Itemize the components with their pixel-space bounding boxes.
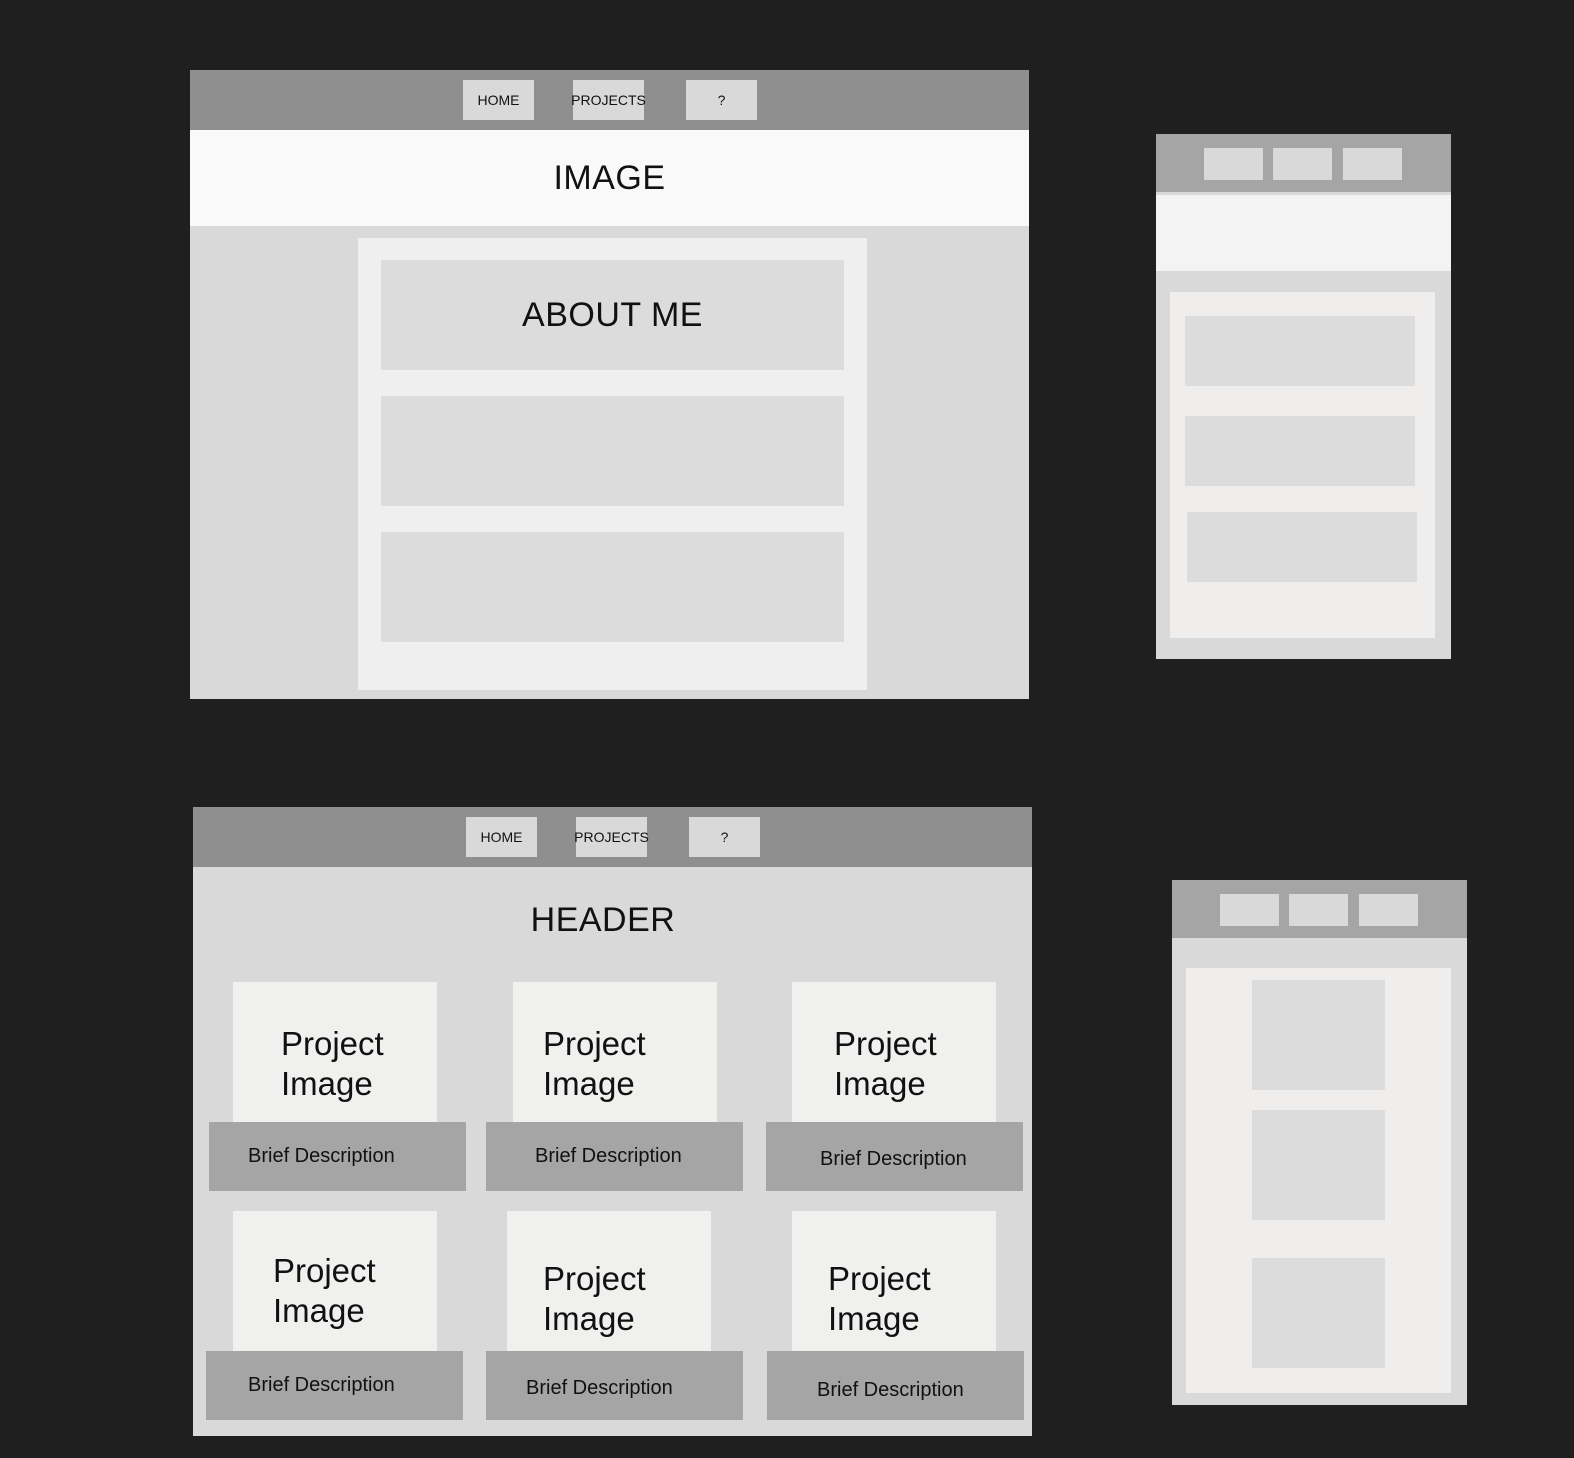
content-block-placeholder — [381, 396, 844, 506]
mobile-nav-button[interactable] — [1289, 894, 1348, 926]
project-image-label-line1: Project — [281, 1025, 384, 1062]
project-card-description[interactable]: Brief Description — [767, 1351, 1024, 1420]
projects-nav-home-button[interactable]: HOME — [466, 817, 537, 857]
project-image-label-line1: Project — [828, 1260, 931, 1297]
content-block-placeholder — [1185, 416, 1415, 486]
project-image-placeholder[interactable] — [1252, 980, 1385, 1090]
project-card-description[interactable]: Brief Description — [486, 1122, 743, 1191]
about-content-panel: ABOUT ME — [358, 238, 867, 690]
mobile-nav-button[interactable] — [1220, 894, 1279, 926]
project-image-label-line2: Image — [828, 1300, 920, 1337]
project-card-image[interactable]: Project Image — [513, 982, 717, 1122]
about-desktop-frame: HOME PROJECTS ? IMAGE ABOUT ME — [190, 70, 1029, 699]
project-image-label-line2: Image — [543, 1300, 635, 1337]
mobile-nav-button[interactable] — [1343, 148, 1402, 180]
project-card-description[interactable]: Brief Description — [486, 1351, 743, 1420]
project-image-label-line2: Image — [834, 1065, 926, 1102]
project-card-image[interactable]: Project Image — [233, 982, 437, 1122]
projects-desktop-frame: HOME PROJECTS ? HEADER Project Image Bri… — [193, 807, 1032, 1436]
projects-mobile-content-panel — [1186, 968, 1451, 1393]
project-image-label-line1: Project — [543, 1260, 646, 1297]
project-image-label-line1: Project — [543, 1025, 646, 1062]
about-hero-image: IMAGE — [190, 130, 1029, 226]
about-mobile-frame — [1156, 134, 1451, 659]
about-nav-projects-button[interactable]: PROJECTS — [571, 80, 646, 120]
project-card-image[interactable]: Project Image — [233, 1211, 437, 1351]
project-image-placeholder[interactable] — [1252, 1258, 1385, 1368]
project-image-label-line2: Image — [281, 1065, 373, 1102]
project-card-image[interactable]: Project Image — [507, 1211, 711, 1351]
mobile-nav-button[interactable] — [1204, 148, 1263, 180]
mobile-nav-button[interactable] — [1359, 894, 1418, 926]
project-card-image[interactable]: Project Image — [792, 982, 996, 1122]
project-card-description[interactable]: Brief Description — [766, 1122, 1023, 1191]
content-block-placeholder — [381, 532, 844, 642]
project-card-description[interactable]: Brief Description — [206, 1351, 463, 1420]
project-image-label-line1: Project — [834, 1025, 937, 1062]
about-nav-home-button[interactable]: HOME — [463, 80, 534, 120]
mobile-nav-button[interactable] — [1273, 148, 1332, 180]
content-block-placeholder — [1187, 512, 1417, 582]
projects-mobile-frame — [1172, 880, 1467, 1405]
about-mobile-hero-image — [1156, 195, 1451, 271]
project-card-image[interactable]: Project Image — [792, 1211, 996, 1351]
project-image-label-line2: Image — [543, 1065, 635, 1102]
project-image-label-line1: Project — [273, 1252, 376, 1289]
about-nav-help-button[interactable]: ? — [686, 80, 757, 120]
content-block-placeholder — [1185, 316, 1415, 386]
project-image-label-line2: Image — [273, 1292, 365, 1329]
projects-nav-projects-button[interactable]: PROJECTS — [574, 817, 649, 857]
about-me-section: ABOUT ME — [381, 260, 844, 370]
about-mobile-content-panel — [1170, 292, 1435, 638]
project-card-description[interactable]: Brief Description — [209, 1122, 466, 1191]
projects-header: HEADER — [530, 901, 676, 939]
projects-nav-help-button[interactable]: ? — [689, 817, 760, 857]
project-image-placeholder[interactable] — [1252, 1110, 1385, 1220]
